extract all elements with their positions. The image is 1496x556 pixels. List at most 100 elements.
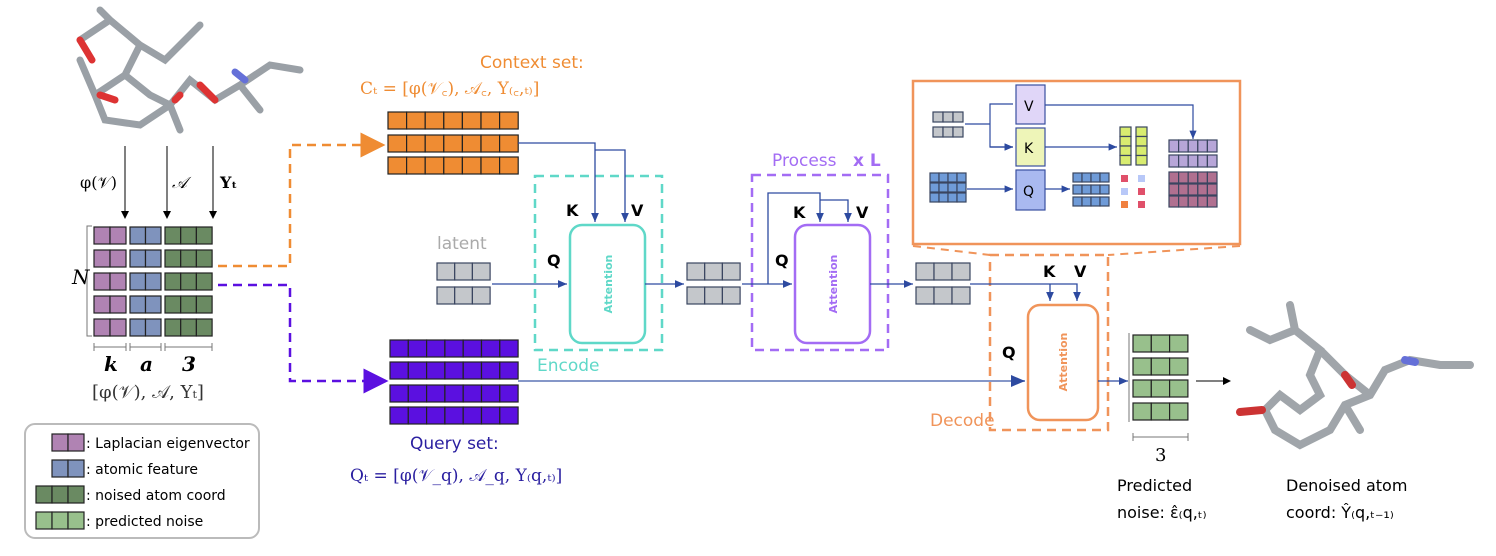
legend-swatch-cell bbox=[67, 459, 85, 478]
matrix-cell bbox=[1081, 196, 1092, 207]
matrix-cell bbox=[1168, 334, 1189, 353]
matrix-cell bbox=[951, 286, 971, 305]
matrix-cell bbox=[952, 111, 964, 123]
matrix-cell bbox=[704, 286, 724, 305]
matrix-cell bbox=[471, 262, 491, 281]
matrix-cell bbox=[1081, 172, 1092, 183]
matrix-cell bbox=[129, 272, 147, 291]
matrix-cell bbox=[499, 339, 519, 358]
matrix-cell bbox=[444, 361, 464, 380]
matrix-cell bbox=[1187, 195, 1199, 208]
matrix-cell bbox=[144, 318, 162, 337]
encode-arrows bbox=[492, 142, 684, 288]
matrix-cell bbox=[1072, 184, 1083, 195]
matrix-cell bbox=[1090, 172, 1101, 183]
context-set-matrix bbox=[387, 111, 519, 175]
denoised-line2: coord: Ŷ₍q,ₜ₋₁₎ bbox=[1286, 503, 1394, 522]
matrix-cell bbox=[915, 262, 935, 281]
matrix-cell bbox=[499, 406, 519, 425]
matrix-cell bbox=[1206, 195, 1218, 208]
phi-label: φ(𝒱) bbox=[80, 173, 117, 192]
legend: : Laplacian eigenvector: atomic feature:… bbox=[24, 423, 260, 539]
matrix-cell bbox=[933, 286, 953, 305]
query-set-matrix bbox=[389, 339, 519, 425]
matrix-cell bbox=[389, 384, 409, 403]
decode-label: Decode bbox=[930, 411, 995, 431]
matrix-cell bbox=[426, 406, 446, 425]
matrix-cell bbox=[480, 156, 501, 175]
attention-detail-inset: V K Q bbox=[911, 79, 1242, 256]
matrix-cell bbox=[109, 272, 127, 291]
process-label: Process bbox=[772, 151, 837, 171]
matrix-cell bbox=[929, 172, 940, 183]
matrix-cell bbox=[1168, 379, 1189, 398]
legend-label: : noised atom coord bbox=[86, 488, 226, 504]
matrix-cell bbox=[389, 361, 409, 380]
matrix-cell bbox=[195, 226, 213, 245]
matrix-cell bbox=[144, 272, 162, 291]
legend-swatch-cell bbox=[51, 433, 69, 452]
matrix-cell bbox=[1177, 139, 1189, 153]
legend-swatch-cell bbox=[51, 459, 69, 478]
matrix-cell bbox=[426, 384, 446, 403]
matrix-cell bbox=[1206, 183, 1218, 196]
matrix-cell bbox=[686, 262, 706, 281]
input-arrows: φ(𝒱) 𝒜 Yₜ bbox=[80, 146, 237, 219]
matrix-cell bbox=[406, 111, 426, 130]
matrix-cell bbox=[1132, 402, 1152, 421]
context-title: Context set: bbox=[480, 53, 584, 73]
latent-matrix bbox=[436, 262, 491, 305]
matrix-cell bbox=[956, 172, 967, 183]
matrix-cell bbox=[951, 262, 971, 281]
matrix-cell bbox=[1168, 154, 1180, 168]
matrix-cell bbox=[499, 384, 519, 403]
encode-label: Encode bbox=[537, 356, 600, 376]
matrix-cell bbox=[443, 111, 463, 130]
matrix-cell bbox=[129, 295, 147, 314]
legend-label: : Laplacian eigenvector bbox=[86, 436, 250, 452]
matrix-cell bbox=[480, 406, 501, 425]
matrix-cell bbox=[1206, 154, 1218, 168]
matrix-cell bbox=[1150, 379, 1171, 398]
legend-swatch-cell bbox=[35, 485, 53, 504]
attention-weight bbox=[1121, 175, 1128, 182]
matrix-cell bbox=[164, 272, 182, 291]
matrix-cell bbox=[480, 111, 501, 130]
matrix-cell bbox=[180, 318, 197, 337]
context-formula: Cₜ = [φ(𝒱꜀), 𝒜꜀, Y₍꜀,ₜ₎] bbox=[360, 79, 539, 99]
matrix-cell bbox=[144, 226, 162, 245]
encode-v: V bbox=[631, 201, 644, 220]
matrix-cell bbox=[942, 111, 954, 123]
denoised-line1: Denoised atom bbox=[1286, 476, 1407, 495]
matrix-cell bbox=[195, 318, 213, 337]
matrix-cell bbox=[938, 182, 949, 193]
query-title: Query set: bbox=[410, 434, 499, 454]
matrix-cell bbox=[499, 134, 519, 153]
matrix-cell bbox=[1168, 183, 1180, 196]
matrix-cell bbox=[407, 361, 428, 380]
decode-q: Q bbox=[1002, 343, 1016, 362]
matrix-cell bbox=[1177, 195, 1189, 208]
matrix-cell bbox=[109, 318, 127, 337]
matrix-cell bbox=[129, 249, 147, 268]
matrix-cell bbox=[929, 192, 940, 203]
decode-k: K bbox=[1043, 262, 1056, 281]
matrix-cell bbox=[1081, 184, 1092, 195]
matrix-cell bbox=[444, 406, 464, 425]
matrix-cell bbox=[444, 384, 464, 403]
matrix-cell bbox=[406, 156, 426, 175]
matrix-cell bbox=[1187, 171, 1199, 184]
latent-label: latent bbox=[437, 234, 487, 254]
matrix-cell bbox=[436, 262, 456, 281]
matrix-cell bbox=[1168, 357, 1189, 376]
matrix-cell bbox=[443, 156, 463, 175]
matrix-cell bbox=[164, 295, 182, 314]
matrix-cell bbox=[480, 134, 501, 153]
encode-k: K bbox=[566, 201, 579, 220]
matrix-cell bbox=[462, 361, 483, 380]
matrix-cell bbox=[938, 192, 949, 203]
matrix-cell bbox=[947, 182, 958, 193]
matrix-cell bbox=[387, 111, 408, 130]
matrix-cell bbox=[387, 156, 408, 175]
